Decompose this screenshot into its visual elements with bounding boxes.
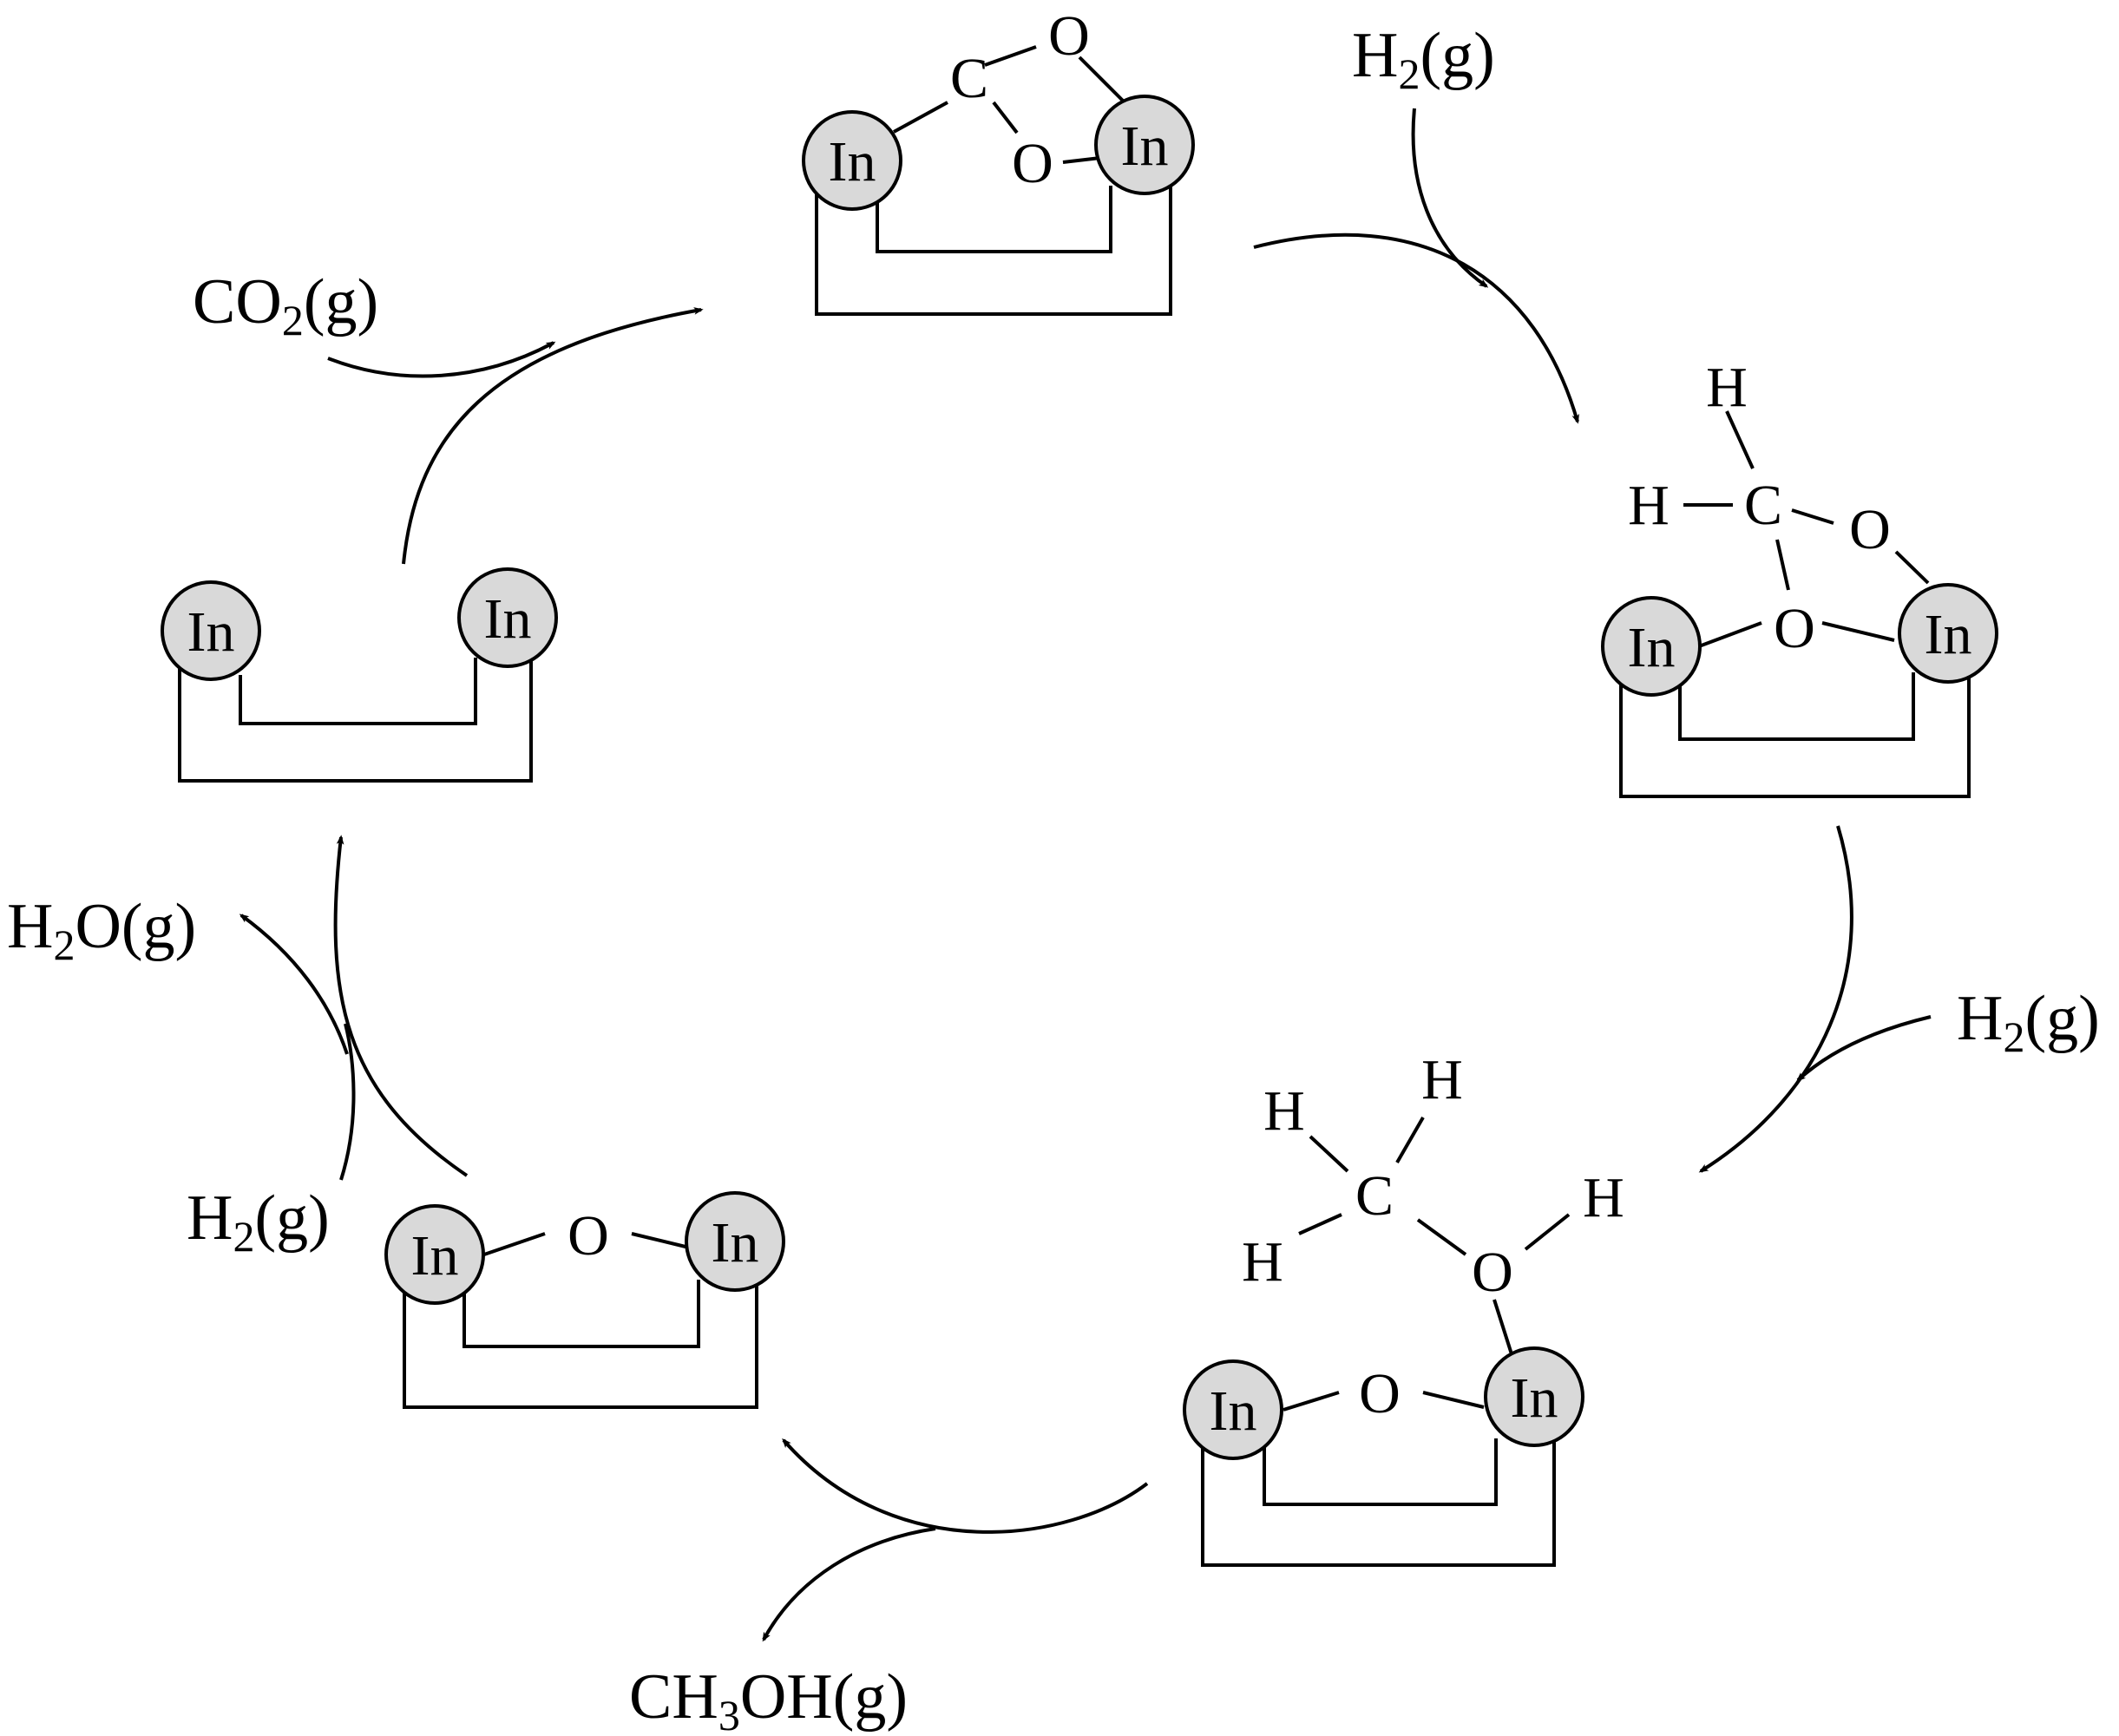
arrow-h2o-out [239,914,349,1055]
h2-label-right: H2(g) [1957,983,2100,1061]
metal-label: In [411,1224,459,1287]
indium-atom-5b: In [457,567,558,668]
arrow-h2-right-in [1795,1015,1932,1082]
structure-co2-adsorbed: In In C O O [802,4,1195,316]
arrow-step-1 [402,307,704,565]
indium-atom-1b: In [1094,95,1195,195]
indium-atom-5a: In [161,580,261,681]
hydrogen-atom: H [1421,1048,1463,1111]
metal-label: In [1210,1379,1257,1443]
hydrogen-atom: H [1242,1230,1283,1294]
arrow-step-4 [782,1438,1149,1534]
structure-bare-site: In In [161,567,558,783]
oxygen-atom: O [1774,597,1815,660]
support-frame-4 [403,1275,758,1409]
indium-atom-2b: In [1898,583,1998,684]
indium-atom-4a: In [384,1204,485,1305]
metal-label: In [1925,603,1972,666]
structure-formate-intermediate: In In H H C O O [1601,356,1998,798]
metal-label: In [712,1211,759,1274]
arrow-step-5 [333,835,469,1177]
hydrogen-atom: H [1628,474,1670,537]
support-frame-5 [178,651,533,783]
structure-oxygen-bridged: In In O [384,1191,785,1409]
indium-atom-1a: In [802,110,902,211]
support-frame-2 [1619,666,1971,798]
indium-atom-3b: In [1484,1346,1584,1447]
metal-label: In [1628,616,1676,679]
metal-label: In [187,600,235,664]
h2-label-left: H2(g) [187,1182,330,1261]
indium-atom-2a: In [1601,596,1702,697]
h2o-label: H2O(g) [7,891,196,969]
hydrogen-atom: H [1583,1166,1624,1229]
indium-atom-4b: In [685,1191,785,1292]
oxygen-atom: O [1012,132,1053,195]
arrow-step-2 [1253,233,1579,424]
carbon-atom: C [1355,1164,1394,1228]
structure-methanol-adsorbed: In In H H C H H O O [1183,1048,1624,1567]
arrow-co2-in [327,341,556,378]
arrow-step-3 [1698,825,1853,1173]
hydrogen-atom: H [1706,356,1748,419]
support-frame-1 [815,180,1172,316]
hydrogen-atom: H [1263,1079,1305,1143]
metal-label: In [484,587,532,651]
metal-label: In [1511,1366,1558,1430]
arrow-h2-top-in [1411,108,1489,288]
cycle-arrows [239,108,1932,1642]
arrow-h2-left-in [339,1023,356,1181]
h2-label-top: H2(g) [1352,20,1495,98]
arrow-ch3oh-out [762,1527,936,1642]
ch3oh-label: CH3OH(g) [629,1661,908,1736]
oxygen-atom: O [1472,1241,1513,1304]
oxygen-atom: O [1849,498,1891,561]
co2-label: CO2(g) [193,266,378,344]
oxygen-atom: O [567,1204,609,1268]
carbon-atom: C [950,47,988,110]
oxygen-atom: O [1048,4,1090,68]
oxygen-atom: O [1359,1362,1401,1425]
metal-label: In [829,130,876,193]
metal-label: In [1121,115,1169,178]
carbon-atom: C [1744,474,1782,537]
indium-atom-3a: In [1183,1359,1283,1460]
support-frame-3 [1201,1433,1556,1567]
